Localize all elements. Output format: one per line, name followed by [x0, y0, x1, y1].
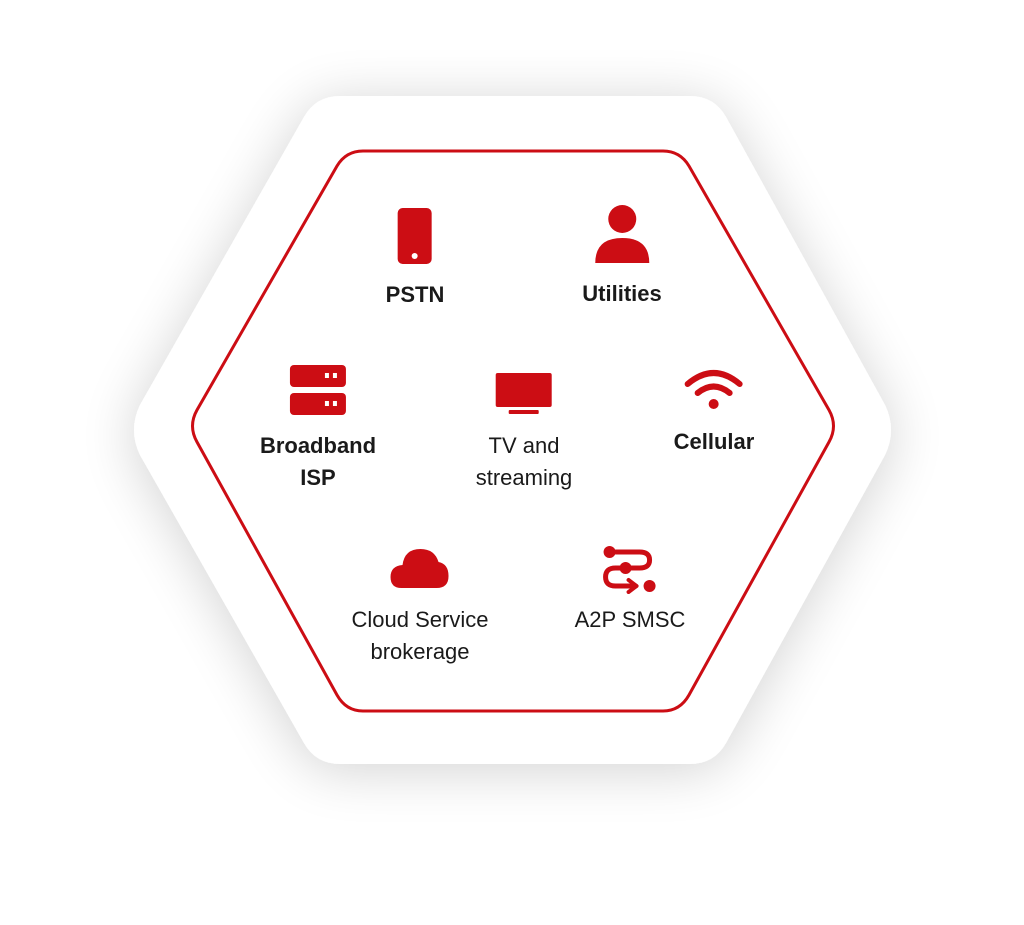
label-line: Cloud Service [351, 607, 489, 632]
label-line: A2P SMSC [574, 607, 686, 632]
item-cloud: Cloud Service brokerage [352, 546, 489, 668]
item-label: A2P SMSC [575, 604, 686, 636]
item-utilities: Utilities [582, 204, 662, 310]
smartphone-icon [398, 208, 432, 264]
item-pstn: PSTN [386, 207, 445, 311]
item-tv: TV and streaming [476, 372, 573, 494]
item-label: Cloud Service brokerage [352, 604, 489, 668]
label-line: Cellular [673, 429, 755, 454]
item-label: Cellular [674, 426, 755, 458]
item-a2p: A2P SMSC [575, 544, 686, 636]
item-cellular: Cellular [674, 368, 755, 458]
outer-hexagon [134, 96, 891, 764]
tv-icon [496, 373, 552, 414]
label-line: brokerage [370, 639, 470, 664]
label-line: Utilities [582, 281, 662, 306]
label-line: streaming [475, 465, 573, 490]
cloud-icon [390, 549, 449, 588]
item-broadband: Broadband ISP [260, 364, 376, 494]
inner-hexagon-outline [191, 149, 835, 713]
item-label: Utilities [582, 278, 661, 310]
wifi-icon [684, 370, 743, 409]
item-label: PSTN [386, 279, 445, 311]
route-icon [603, 546, 656, 594]
label-line: TV and [488, 433, 560, 458]
label-line: PSTN [385, 282, 445, 307]
label-line: ISP [300, 465, 336, 490]
label-line: Broadband [259, 433, 377, 458]
user-icon [595, 205, 649, 263]
server-icon [290, 365, 346, 415]
item-label: TV and streaming [476, 430, 573, 494]
item-label: Broadband ISP [260, 430, 376, 494]
